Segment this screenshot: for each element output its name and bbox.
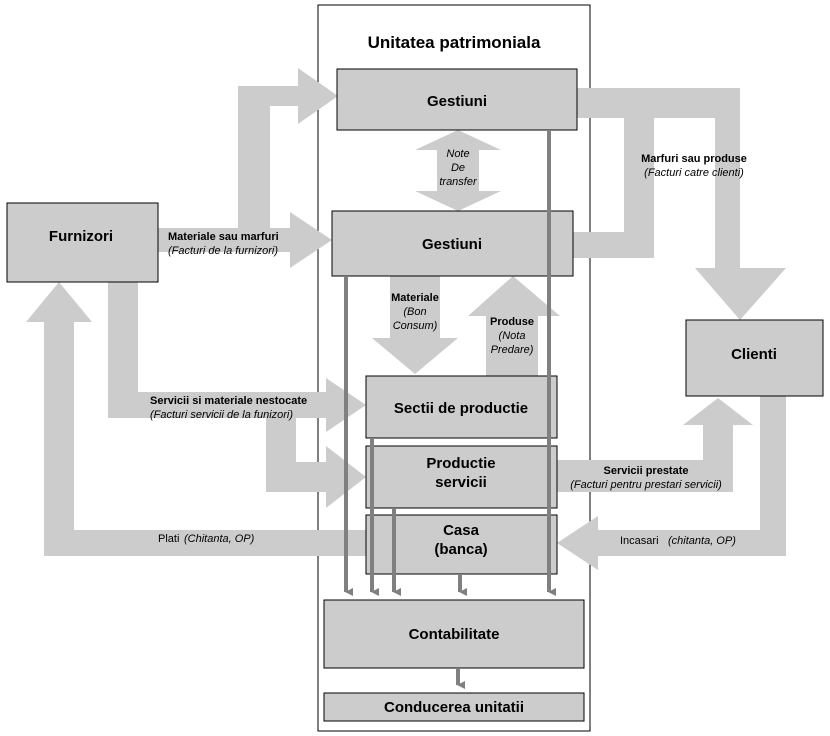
- productie-box: [365, 445, 558, 509]
- furnizori-box: [6, 202, 159, 283]
- gestiuni-top-label: Gestiuni: [427, 93, 487, 110]
- note-label-1: Note: [446, 148, 469, 160]
- arrow-servicii-materiale: [108, 282, 366, 432]
- sectii-label: Sectii de productie: [394, 400, 528, 417]
- arrow-produse: [468, 276, 560, 376]
- plati-doc-label: (Chitanta, OP): [184, 533, 255, 545]
- flows-to-contabilitate: [344, 130, 556, 689]
- arrow-incasari: [557, 396, 786, 570]
- note-label-3: transfer: [439, 176, 478, 188]
- facturi-prestari-label: (Facturi pentru prestari servicii): [570, 479, 722, 491]
- casa-label-2: (banca): [434, 541, 487, 558]
- incasari-doc-label: (chitanta, OP): [668, 535, 736, 547]
- arrow-materiale: [372, 276, 458, 374]
- gestiuni-mid-box: [331, 210, 574, 277]
- facturi-servicii-label: (Facturi servicii de la funizori): [150, 409, 293, 421]
- facturi-furnizori-label: (Facturi de la furnizori): [168, 245, 278, 257]
- nota-label: (Nota: [499, 330, 526, 342]
- marfuri-produse-label: Marfuri sau produse: [641, 153, 747, 165]
- contabilitate-box: [323, 599, 585, 669]
- arrow-plati: [26, 282, 366, 556]
- furnizori-label: Furnizori: [49, 228, 113, 245]
- clienti-box: [685, 319, 824, 397]
- productie-label-1: Productie: [426, 455, 495, 472]
- arrow-furnizori-gestiuni-top: [238, 68, 338, 232]
- materiale-marfuri-label: Materiale sau marfuri: [168, 231, 279, 243]
- contabilitate-label: Contabilitate: [409, 626, 500, 643]
- unit-title: Unitatea patrimoniala: [368, 33, 541, 52]
- consum-label: Consum): [393, 320, 438, 332]
- gestiuni-top-box: [336, 68, 578, 131]
- bon-label: (Bon: [403, 306, 426, 318]
- gestiuni-mid-label: Gestiuni: [422, 236, 482, 253]
- casa-label-1: Casa: [443, 522, 480, 539]
- facturi-clienti-label: (Facturi catre clienti): [644, 167, 744, 179]
- arrow-furnizori-productie: [266, 418, 366, 508]
- produse-label: Produse: [490, 316, 534, 328]
- conducerea-label: Conducerea unitatii: [384, 699, 524, 716]
- casa-box: [365, 514, 558, 575]
- servicii-materiale-label: Servicii si materiale nestocate: [150, 395, 307, 407]
- sectii-box: [365, 375, 558, 439]
- incasari-label: Incasari: [620, 535, 659, 547]
- arrow-servicii-prestate: [557, 398, 753, 492]
- clienti-label: Clienti: [731, 346, 777, 363]
- materiale-label: Materiale: [391, 292, 439, 304]
- predare-label: Predare): [491, 344, 534, 356]
- arrow-gestiuni-mid-clienti: [573, 118, 654, 258]
- servicii-prestate-label: Servicii prestate: [604, 465, 689, 477]
- plati-label: Plati: [158, 533, 179, 545]
- conducerea-box: [323, 692, 585, 722]
- arrow-gestiuni-clienti-top-body: [577, 88, 786, 320]
- arrow-note-transfer: [415, 130, 501, 211]
- note-label-2: De: [451, 162, 465, 174]
- arrow-furnizori-gestiuni-mid: [158, 212, 332, 268]
- productie-label-2: servicii: [435, 474, 487, 491]
